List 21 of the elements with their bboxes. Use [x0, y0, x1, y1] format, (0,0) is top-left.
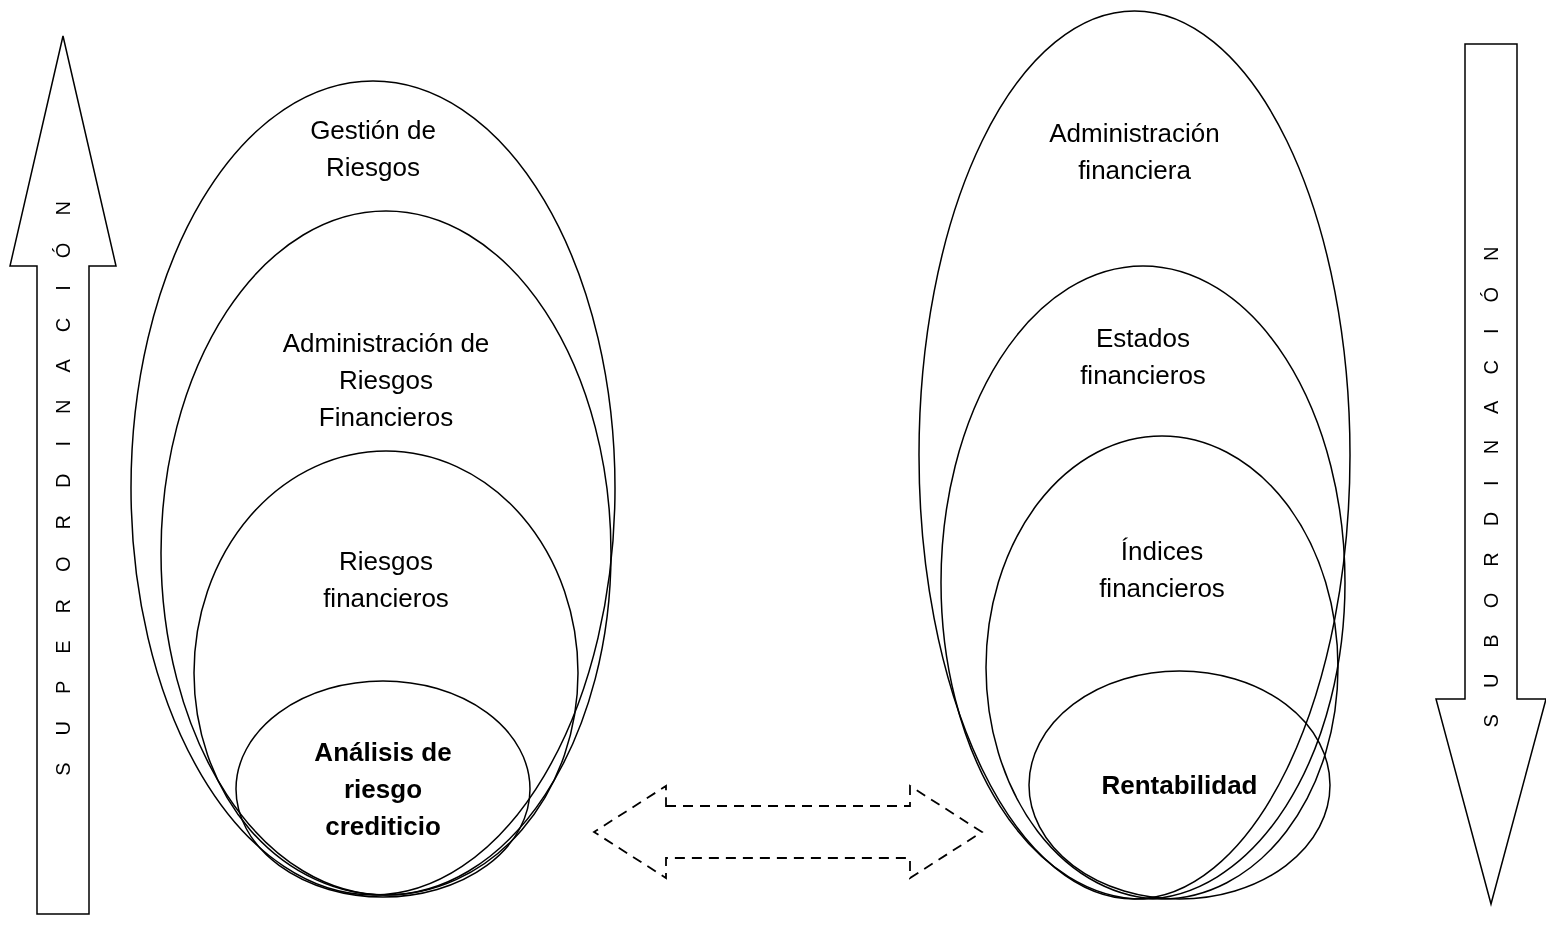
node-label: Gestión de Riesgos	[309, 114, 437, 184]
ellipse	[985, 435, 1339, 900]
ellipse	[130, 80, 616, 896]
block-arrow	[10, 36, 116, 914]
arrow-label: SUPERORDINACIÓN	[51, 174, 75, 776]
double-arrow	[592, 784, 984, 880]
node-label: Rentabilidad	[1100, 768, 1259, 802]
ellipse	[918, 10, 1351, 900]
node-label: Índices financieros	[1098, 535, 1226, 605]
node-label: Análisis de riesgo crediticio	[313, 735, 453, 843]
node-label: Administración de Riesgos Financieros	[281, 327, 491, 434]
node-label: Administración financiera	[1048, 117, 1221, 187]
ellipse	[193, 450, 579, 896]
block-arrow	[1436, 44, 1546, 904]
arrow-label: SUBORDINACIÓN	[1479, 220, 1503, 728]
node-label: Riesgos financieros	[322, 545, 450, 615]
node-label: Estados financieros	[1079, 322, 1207, 392]
ellipse	[1028, 670, 1331, 900]
ellipse	[160, 210, 612, 896]
ellipse	[940, 265, 1346, 900]
ellipse	[235, 680, 531, 898]
